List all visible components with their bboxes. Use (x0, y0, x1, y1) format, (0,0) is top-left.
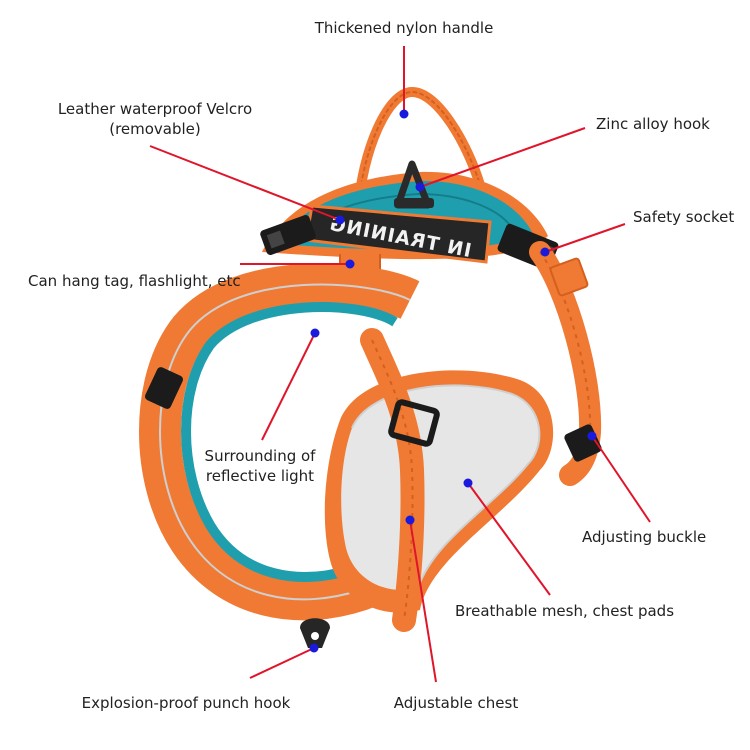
label-punch-hook: Explosion-proof punch hook (82, 694, 291, 712)
marker-adjusting-buckle (587, 431, 597, 441)
leader-lines (149, 46, 651, 683)
leader-adjustable-chest (409, 519, 437, 683)
nylon-handle (353, 86, 485, 217)
label-mesh: Breathable mesh, chest pads (455, 602, 674, 620)
marker-velcro (335, 215, 345, 225)
label-adjusting-buckle: Adjusting buckle (582, 528, 706, 546)
right-strap (529, 241, 602, 486)
leader-mesh (467, 482, 551, 596)
label-adjustable-chest: Adjustable chest (394, 694, 519, 712)
marker-handle (399, 109, 409, 119)
leader-safety-socket (544, 223, 626, 253)
leader-adjusting-buckle (591, 435, 651, 523)
label-reflective-line2: reflective light (206, 467, 314, 485)
punch-hook (300, 618, 330, 648)
labels: Thickened nylon handle Leather waterproo… (28, 19, 734, 712)
marker-safety-socket (540, 247, 550, 257)
markers (309, 109, 597, 653)
label-safety-socket: Safety socket (633, 208, 734, 226)
leader-punch-hook (249, 647, 315, 679)
marker-mesh (463, 478, 473, 488)
harness-illustration: IN TRAINING (139, 86, 602, 648)
marker-reflective (310, 328, 320, 338)
marker-punch-hook (309, 643, 319, 653)
label-handle: Thickened nylon handle (314, 19, 494, 37)
marker-adjustable-chest (405, 515, 415, 525)
label-velcro-line2: (removable) (109, 120, 201, 138)
leader-velcro (149, 145, 341, 221)
label-reflective-line1: Surrounding of (205, 447, 317, 465)
center-strap (360, 328, 440, 632)
leader-reflective (261, 332, 316, 441)
label-velcro-line1: Leather waterproof Velcro (58, 100, 252, 118)
label-hang-tag: Can hang tag, flashlight, etc (28, 272, 241, 290)
label-zinc-hook: Zinc alloy hook (596, 115, 710, 133)
marker-zinc-hook (415, 182, 425, 192)
chest-pad (324, 370, 554, 613)
left-buckle (145, 367, 183, 409)
leader-zinc-hook (419, 127, 586, 188)
marker-hang-tag (345, 259, 355, 269)
